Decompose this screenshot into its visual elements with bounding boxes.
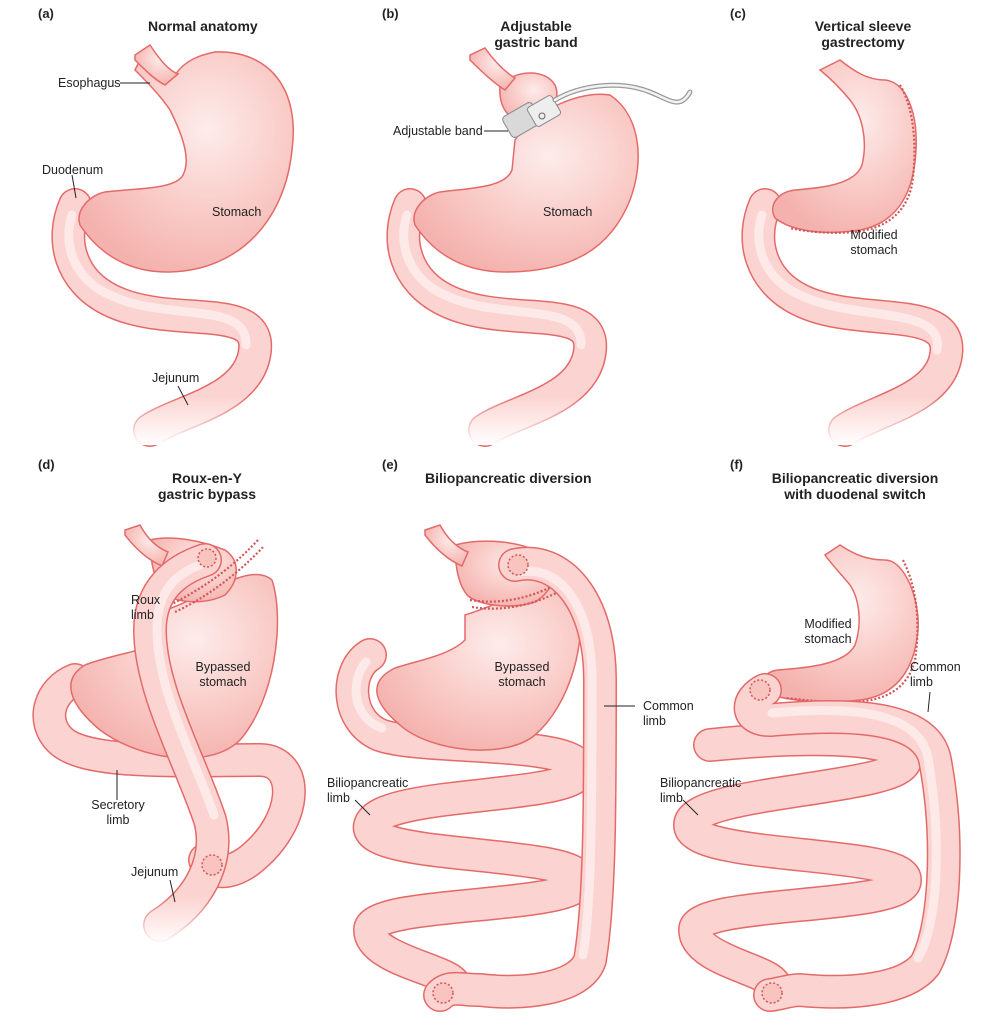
label-bypassed-stomach-d-line1: Bypassed xyxy=(195,660,251,674)
label-biliopancreatic-limb-f: Biliopancreatic limb xyxy=(660,776,741,806)
panel-e-letter: (e) xyxy=(382,457,398,472)
label-modified-stomach-f-line2: stomach xyxy=(804,632,852,646)
label-adjustable-band: Adjustable band xyxy=(393,124,483,138)
label-modified-stomach-f-line1: Modified xyxy=(804,617,852,631)
panel-b-title: Adjustable gastric band xyxy=(488,18,584,50)
label-common-limb-f-line2: limb xyxy=(910,675,933,689)
panel-d-title-line1: Roux-en-Y xyxy=(172,470,242,486)
label-common-limb-f-line1: Common xyxy=(910,660,961,674)
panel-d-illustration xyxy=(32,524,306,945)
panel-f-title-line1: Biliopancreatic diversion xyxy=(771,470,939,486)
panel-a-illustration xyxy=(51,43,294,447)
panel-c-title: Vertical sleeve gastrectomy xyxy=(805,18,921,50)
label-secretory-limb-line2: limb xyxy=(106,813,130,827)
label-biliopancreatic-limb-e-line2: limb xyxy=(327,791,350,805)
panel-f-illustration xyxy=(673,544,961,1012)
label-biliopancreatic-limb-f-line1: Biliopancreatic xyxy=(660,776,742,790)
panel-c-title-line1: Vertical sleeve xyxy=(814,18,912,34)
panel-c-illustration xyxy=(741,59,965,447)
label-esophagus: Esophagus xyxy=(58,76,121,90)
label-bypassed-stomach-e: Bypassed stomach xyxy=(491,660,553,690)
label-modified-stomach-f: Modified stomach xyxy=(798,617,858,647)
label-common-limb-e: Common limb xyxy=(643,699,694,729)
label-bypassed-stomach-d-line2: stomach xyxy=(199,675,247,689)
panel-c-title-line2: gastrectomy xyxy=(821,34,905,50)
label-duodenum: Duodenum xyxy=(42,163,104,177)
label-roux-limb-line1: Roux xyxy=(131,593,161,607)
label-jejunum-a: Jejunum xyxy=(152,371,200,385)
label-biliopancreatic-limb-e-line1: Biliopancreatic xyxy=(327,776,409,790)
panel-f-title-line2: with duodenal switch xyxy=(784,486,926,502)
panel-d-title-line2: gastric bypass xyxy=(157,486,257,502)
label-secretory-limb-line1: Secretory xyxy=(91,798,145,812)
panel-f-title: Biliopancreatic diversion with duodenal … xyxy=(755,470,955,502)
label-secretory-limb: Secretory limb xyxy=(88,798,148,828)
label-jejunum-d: Jejunum xyxy=(131,865,179,879)
panel-e-title: Biliopancreatic diversion xyxy=(425,470,592,486)
label-modified-stomach-c: Modified stomach xyxy=(844,228,904,258)
stomach-shape xyxy=(78,51,294,273)
label-modified-stomach-c-line2: stomach xyxy=(850,243,898,257)
label-roux-limb: Roux limb xyxy=(131,593,160,623)
panel-b-letter: (b) xyxy=(382,6,399,21)
label-biliopancreatic-limb-f-line2: limb xyxy=(660,791,683,805)
panel-c-letter: (c) xyxy=(730,6,746,21)
panel-b-illustration xyxy=(386,47,693,447)
panel-b-title-line1: Adjustable xyxy=(500,18,572,34)
label-modified-stomach-c-line1: Modified xyxy=(850,228,898,242)
label-common-limb-f: Common limb xyxy=(910,660,961,690)
label-roux-limb-line2: limb xyxy=(131,608,154,622)
label-common-limb-e-line1: Common xyxy=(643,699,694,713)
panel-e-illustration xyxy=(335,524,635,1012)
label-biliopancreatic-limb-e: Biliopancreatic limb xyxy=(327,776,408,806)
label-stomach-b: Stomach xyxy=(543,205,593,219)
panel-d-letter: (d) xyxy=(38,457,55,472)
label-stomach-a: Stomach xyxy=(212,205,262,219)
label-bypassed-stomach-e-line1: Bypassed xyxy=(494,660,550,674)
panel-a-letter: (a) xyxy=(38,6,54,21)
label-bypassed-stomach-e-line2: stomach xyxy=(498,675,546,689)
panel-b-title-line2: gastric band xyxy=(494,34,578,50)
panel-a-title: Normal anatomy xyxy=(148,18,258,34)
panel-f-letter: (f) xyxy=(730,457,743,472)
label-common-limb-e-line2: limb xyxy=(643,714,666,728)
panel-d-title: Roux-en-Y gastric bypass xyxy=(152,470,262,502)
label-bypassed-stomach-d: Bypassed stomach xyxy=(192,660,254,690)
